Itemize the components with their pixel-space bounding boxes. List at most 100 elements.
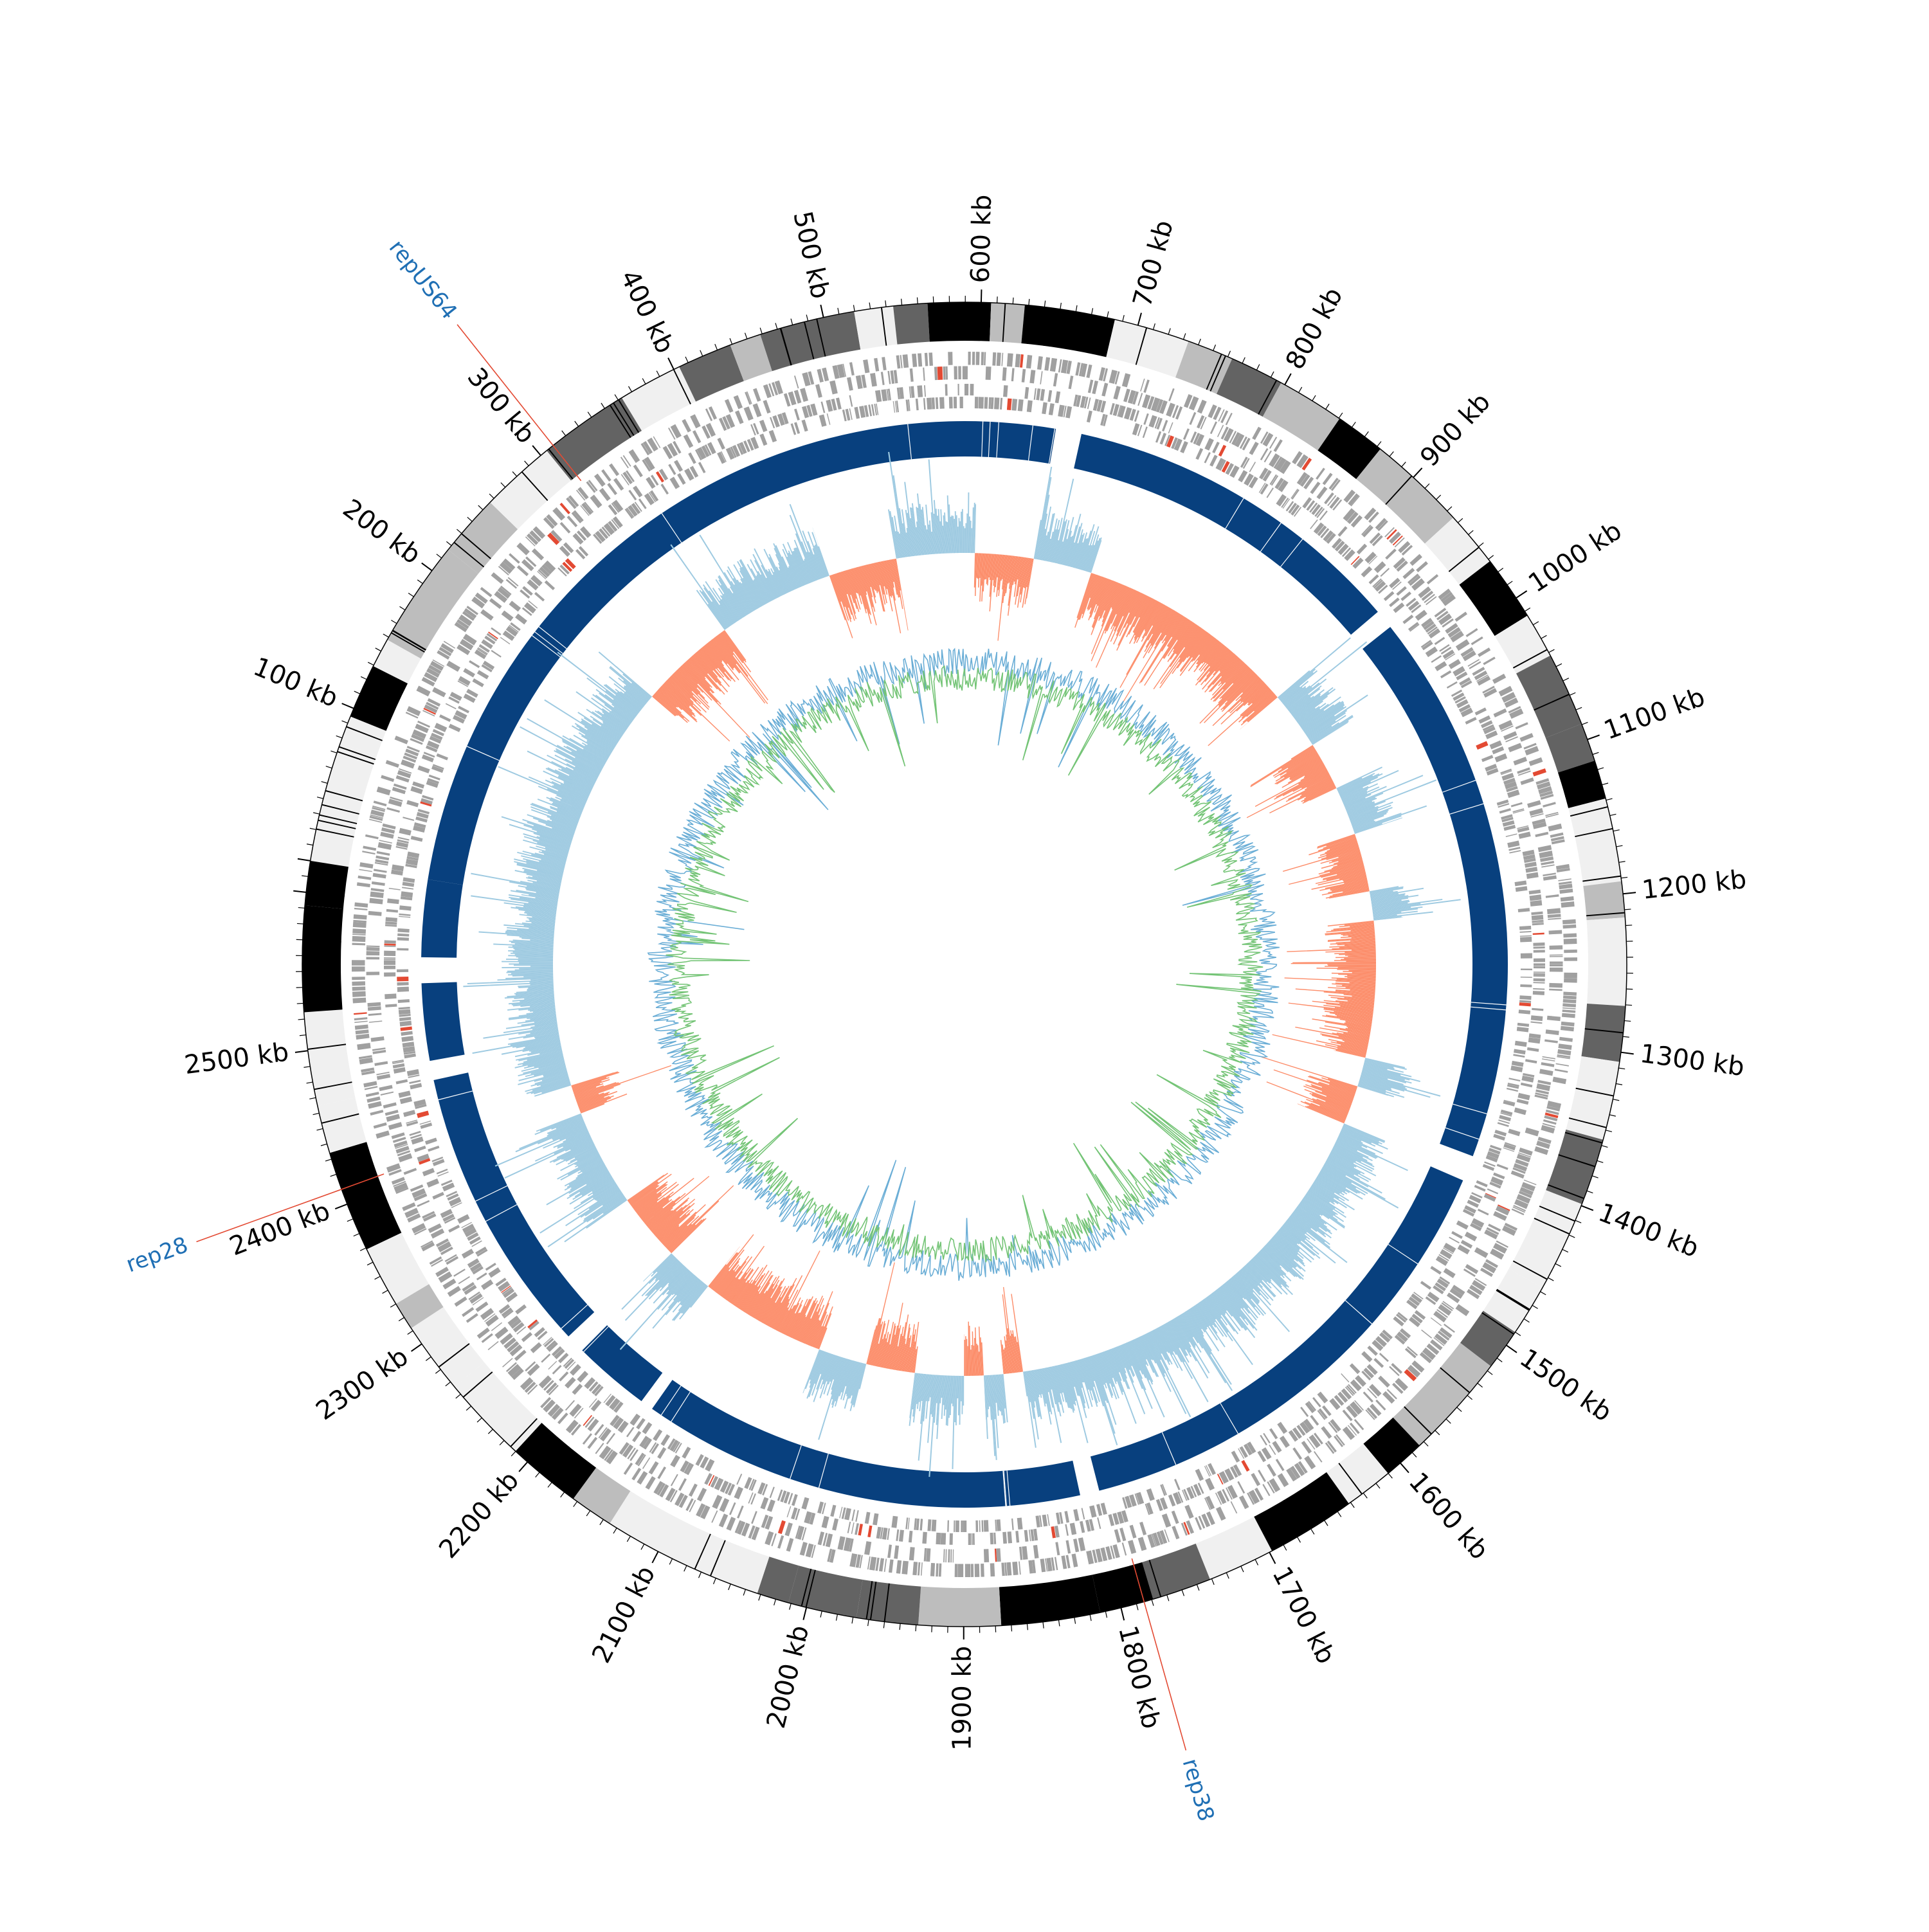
minor-tick [1256,365,1259,370]
gene-feature [632,1431,641,1442]
gene-feature [849,362,855,375]
gene-feature [1033,1545,1039,1558]
gene-feature [1374,561,1386,573]
minor-tick [885,300,886,307]
gene-feature [1024,1530,1029,1542]
minor-tick [714,1578,716,1584]
gene-feature [1550,956,1563,957]
gene-feature [821,401,826,413]
gene-feature [1086,365,1092,378]
gene-feature [363,845,376,851]
tick-label: 1200 kb [1640,865,1748,905]
gene-feature [698,462,706,473]
gc-skew-bar [964,528,966,553]
gene-feature [1146,1488,1155,1501]
gene-feature [1558,1043,1571,1050]
gene-feature [1139,1522,1146,1535]
gene-feature [633,485,642,497]
minor-tick [354,1234,359,1236]
gene-feature [400,1021,412,1027]
gene-feature [369,1020,383,1022]
gene-feature [1070,1522,1077,1535]
gene-feature [1122,1542,1127,1555]
minor-tick [715,344,718,350]
gene-feature [1172,1526,1179,1539]
gene-feature [480,587,493,597]
gene-feature [1249,442,1259,455]
gene-feature [577,1371,588,1382]
minor-tick [477,1418,482,1422]
minor-tick [1570,692,1575,695]
minor-tick [806,314,808,321]
tick-label: 600 kb [966,194,997,284]
gene-feature [1042,1515,1048,1527]
gene-feature [1276,1459,1285,1471]
gene-feature [879,1558,884,1571]
gene-feature [403,1110,415,1117]
gene-feature [1530,900,1543,907]
minor-tick [1524,1319,1529,1322]
gene-feature [905,1517,908,1529]
gene-feature [1318,1391,1328,1403]
minor-tick [501,483,505,487]
gene-feature [1476,741,1488,750]
minor-tick [1242,357,1245,363]
gene-feature [352,934,366,935]
minor-tick [360,1248,366,1250]
karyotype-band [1393,1343,1490,1446]
gene-feature [851,1510,855,1521]
gene-feature [399,916,410,918]
minor-tick [488,1429,493,1434]
gene-feature [386,917,397,922]
minor-tick [478,505,483,510]
gene-feature [1018,399,1024,411]
gene-feature [770,1486,775,1498]
gene-feature [1514,1049,1526,1055]
gene-feature [1525,862,1537,867]
gene-feature [984,397,988,409]
minor-tick [1489,555,1494,559]
gene-feature [958,366,961,380]
gene-feature [1497,1164,1508,1170]
gene-feature [994,397,999,409]
gene-feature [971,1564,974,1577]
gene-feature [899,1530,904,1542]
gene-feature [359,869,372,872]
gene-feature [955,1521,959,1532]
gene-feature [392,1177,405,1184]
gene-feature [1547,1016,1561,1021]
minor-tick [853,305,855,311]
gene-feature [1239,1495,1249,1509]
gene-feature [1525,867,1537,872]
gene-feature [778,1521,786,1534]
karyotype-band [999,1575,1100,1625]
gene-feature [984,352,986,366]
minor-tick [331,1174,336,1176]
gene-feature [1564,978,1577,982]
gene-feature [1541,1062,1554,1067]
minor-tick [641,1544,644,1550]
gene-feature [1130,1525,1137,1539]
gene-feature [869,1557,876,1571]
gene-feature [988,397,991,409]
gene-feature [374,800,387,806]
gene-feature [646,1476,656,1490]
gene-feature [1563,999,1577,1004]
gene-feature [934,366,937,380]
gene-feature [402,887,413,889]
gene-feature [1143,379,1150,393]
minor-tick [1060,303,1061,309]
gene-feature [1055,1557,1058,1571]
gene-feature [865,1512,871,1524]
tick-label: 300 kb [462,363,541,449]
gene-feature [847,377,853,391]
gene-feature [819,415,827,427]
gene-feature [1563,995,1577,999]
gene-feature [1312,1397,1321,1407]
minor-tick [313,1113,320,1114]
minor-tick [322,782,328,784]
gene-feature [1548,824,1562,831]
gene-feature [1539,1069,1553,1076]
gene-feature [1064,1511,1069,1523]
gene-feature [524,602,536,613]
